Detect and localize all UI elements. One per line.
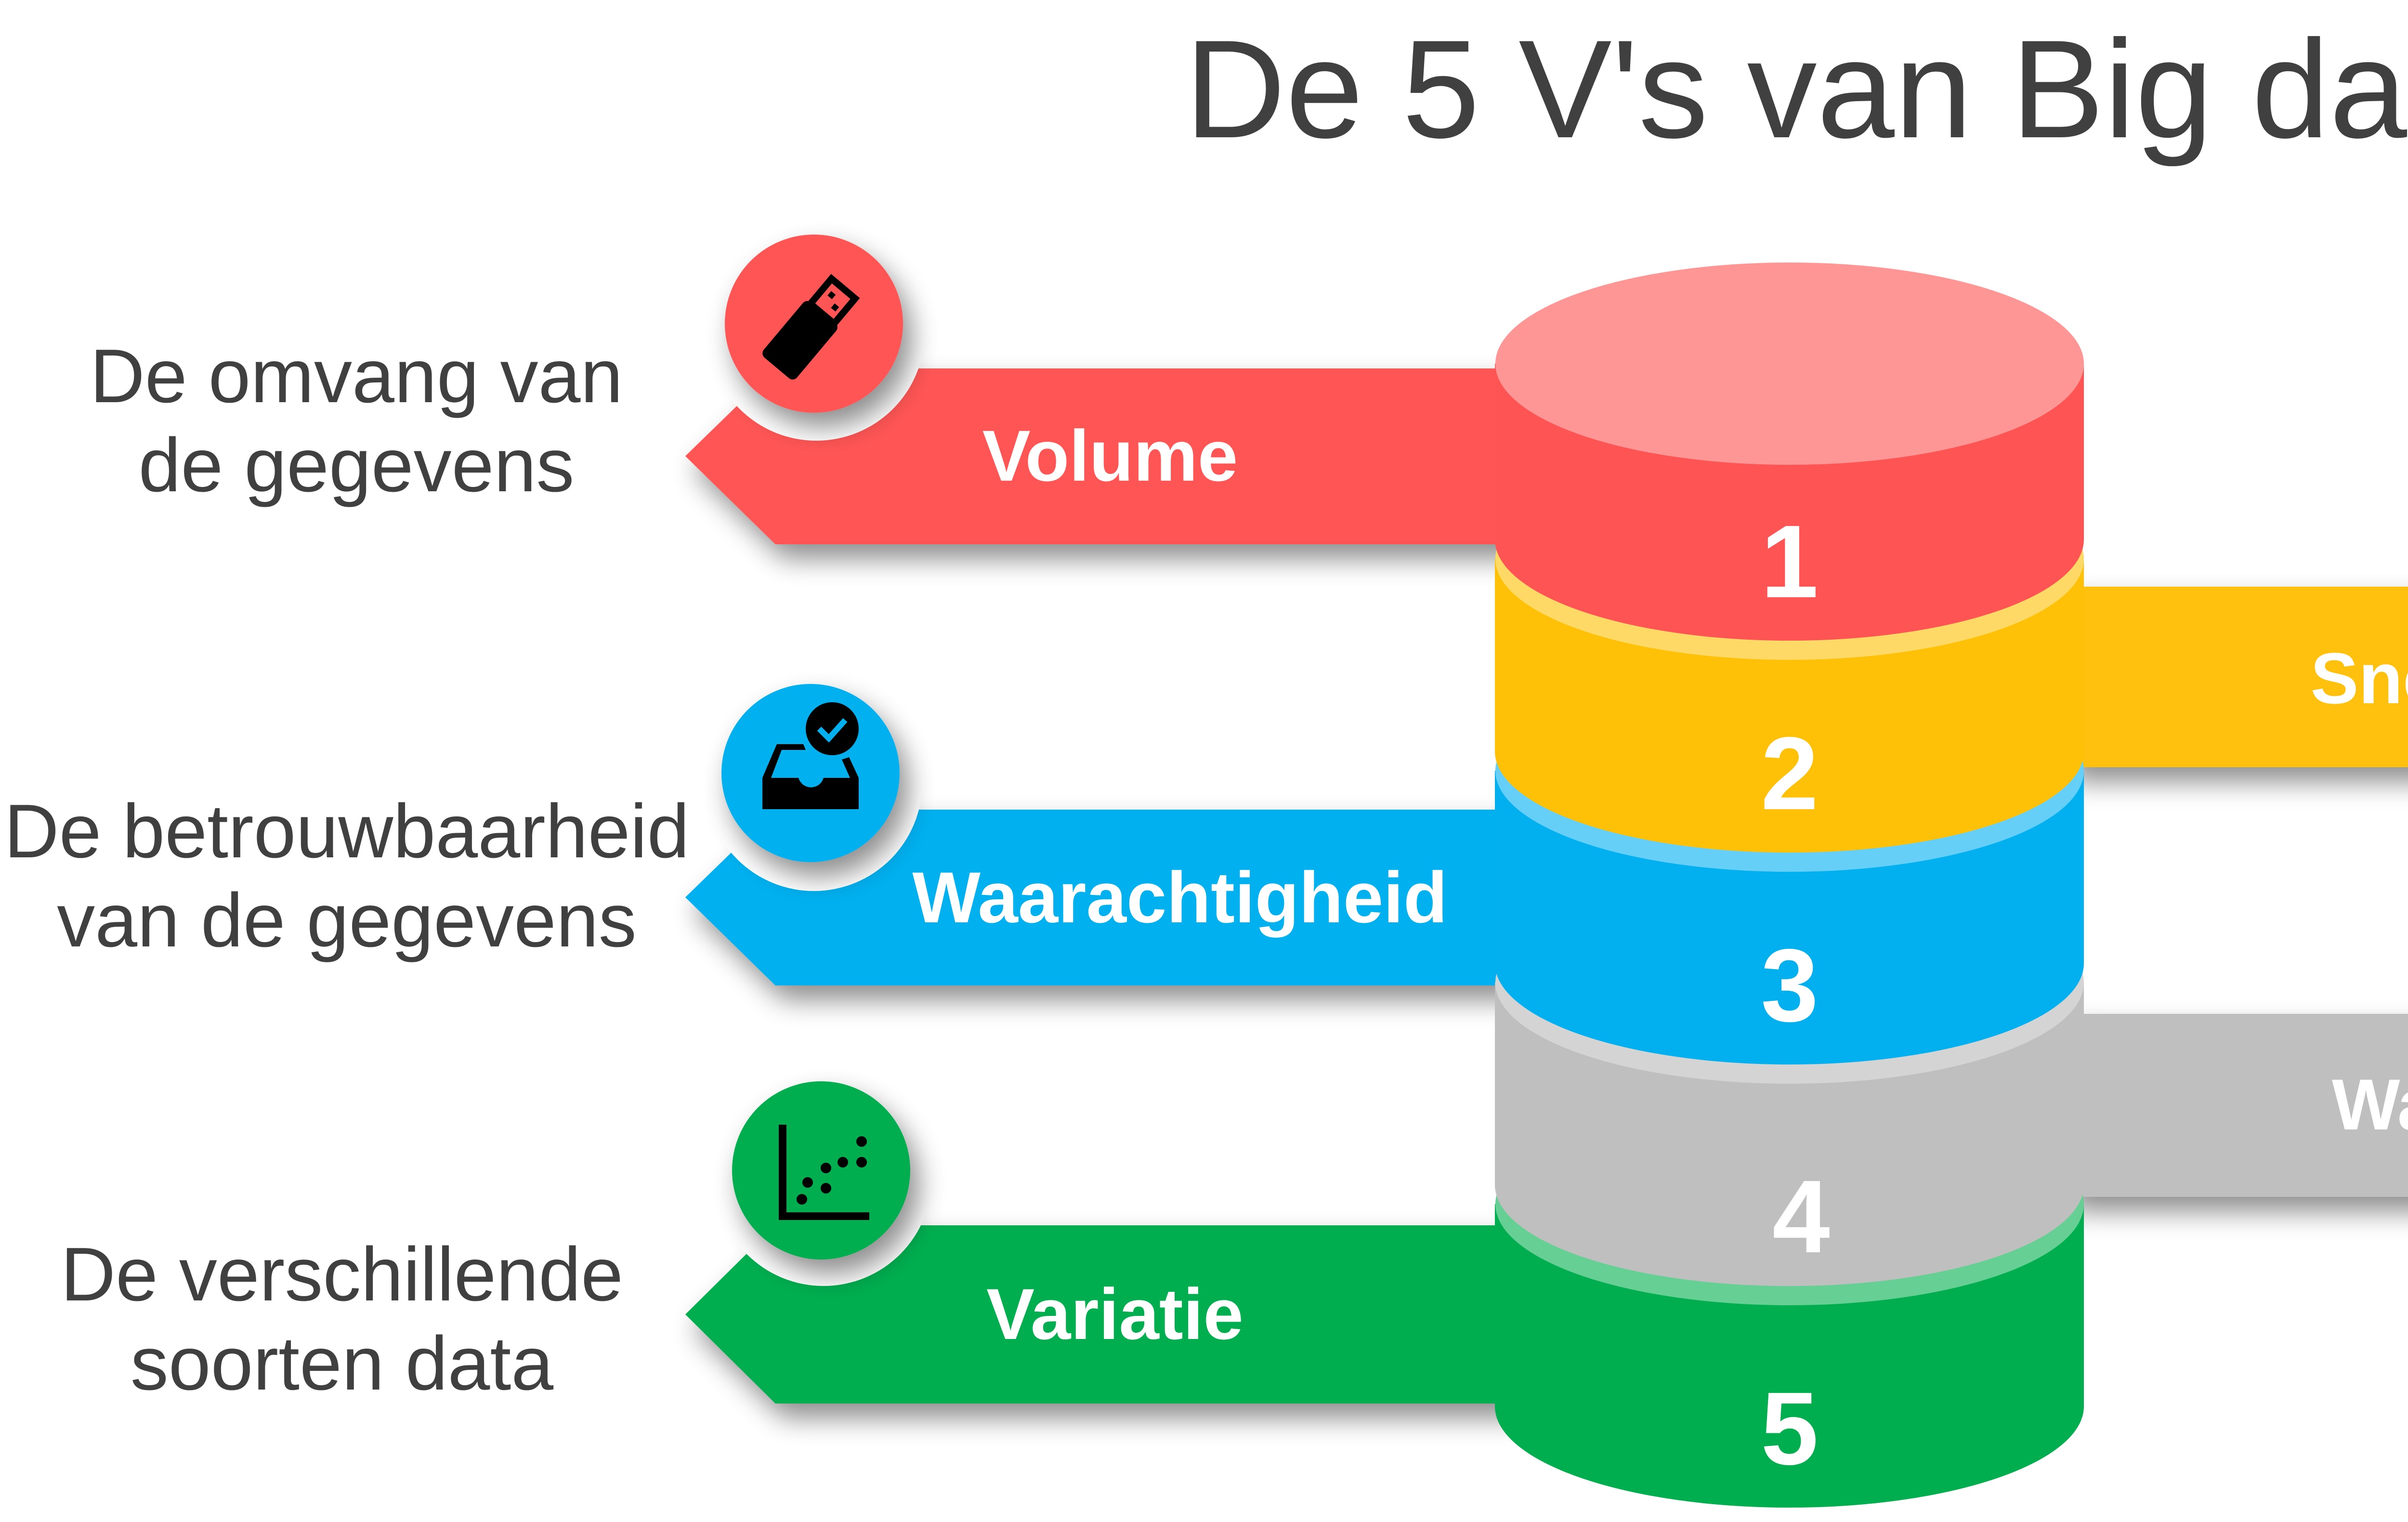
- description-line: van de gegevens: [57, 878, 637, 963]
- layer-number-1: 1: [1761, 503, 1819, 619]
- layer-number-2: 2: [1761, 715, 1819, 831]
- description-line: De verschillende: [61, 1232, 623, 1317]
- icon-badge-waarachtigheid: [706, 674, 922, 891]
- label-waarachtigheid: Waarachtigheid: [912, 857, 1447, 938]
- description-volume: De omvang van de gegevens: [90, 334, 623, 508]
- description-line: De omvang van: [90, 334, 623, 419]
- label-volume: Volume: [982, 415, 1238, 496]
- label-waarde: Waarde: [2332, 1064, 2408, 1145]
- label-snelheid: Snelheid: [2310, 638, 2408, 719]
- page-title: De 5 V's van Big data: [1185, 11, 2408, 168]
- usb-stick-icon: [762, 274, 860, 380]
- cylinder-stack: 1 2 3 4 5: [1495, 262, 2084, 1508]
- banner-variatie: [685, 1225, 1517, 1404]
- layer-number-3: 3: [1761, 927, 1819, 1043]
- description-line: De betrouwbaarheid: [4, 789, 690, 874]
- icon-badge-variatie: [715, 1069, 932, 1286]
- description-waarachtigheid: De betrouwbaarheid van de gegevens: [4, 789, 690, 963]
- layer-number-5: 5: [1761, 1370, 1819, 1486]
- description-variatie: De verschillende soorten data: [61, 1232, 623, 1406]
- label-variatie: Variatie: [986, 1273, 1243, 1354]
- cylinder-layer-1: [1495, 262, 2084, 641]
- banner-waarde: [2061, 1014, 2408, 1197]
- icon-badge-volume: [708, 224, 925, 441]
- banner-snelheid: [2061, 587, 2408, 767]
- layer-number-4: 4: [1772, 1158, 1830, 1274]
- description-line: de gegevens: [139, 423, 575, 508]
- description-line: soorten data: [131, 1321, 554, 1406]
- scatter-plot-icon: [779, 1125, 869, 1220]
- banner-volume: [685, 368, 1517, 544]
- inbox-check-icon: [762, 702, 859, 809]
